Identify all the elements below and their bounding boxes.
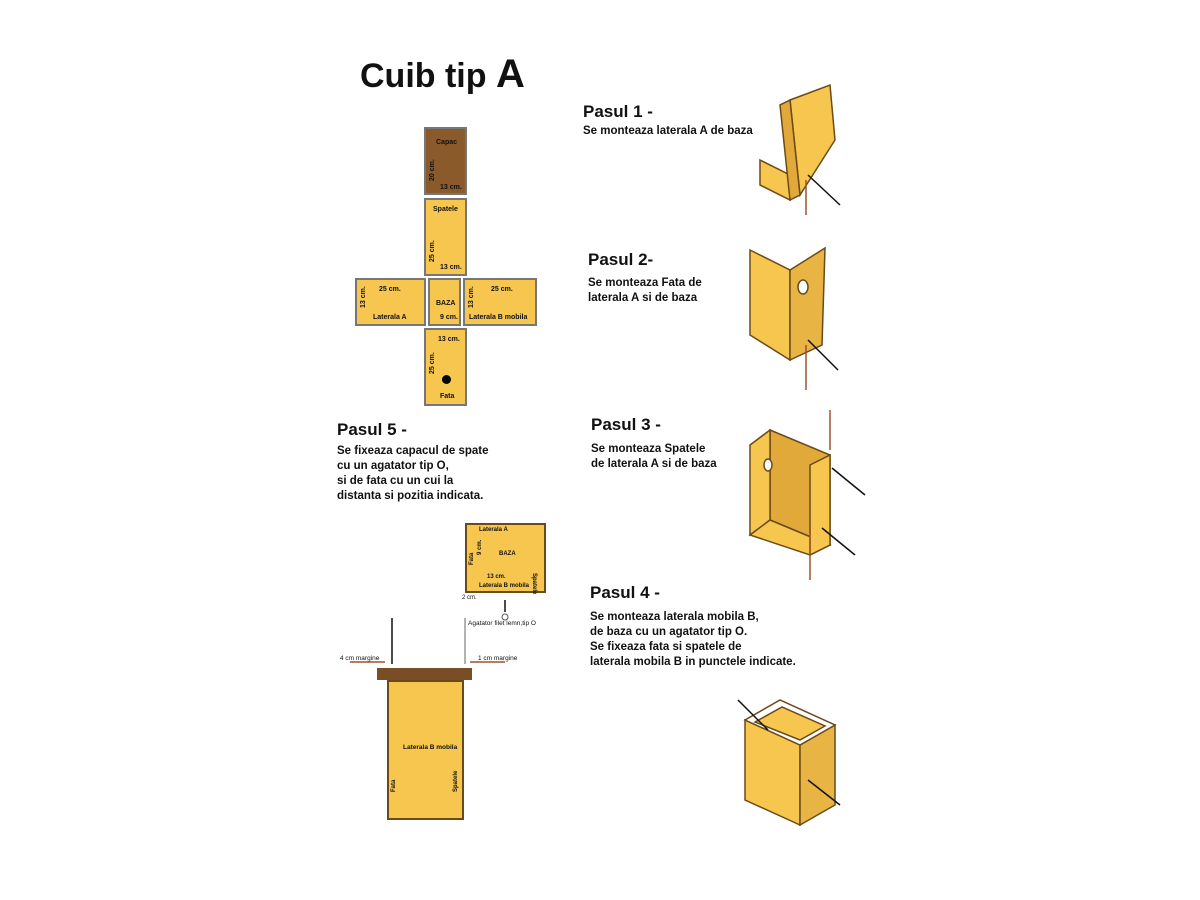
right-margin-label: 1 cm margine <box>478 655 518 662</box>
lid <box>377 668 472 680</box>
step3-front <box>809 453 831 557</box>
panel-baza: BAZA 9 cm. <box>428 278 461 326</box>
entry-hole <box>442 375 451 384</box>
page-title: Cuib tip A <box>360 52 525 96</box>
step3-back <box>769 428 831 547</box>
left-margin-label: 4 cm margine <box>340 655 380 662</box>
panel-laterala-b: 13 cm. 25 cm. Laterala B mobila <box>463 278 537 326</box>
step2-heading: Pasul 2- <box>588 250 654 269</box>
step4-text: Se monteaza laterala mobila B,de baza cu… <box>590 611 796 668</box>
hook-label: Agatator filet lemn,tip O <box>468 620 536 627</box>
panel-spatele: Spatele 25 cm. 13 cm. <box>424 198 467 276</box>
margin-label: 2 cm. <box>462 595 477 601</box>
step2-laterala-a <box>789 246 826 362</box>
panel-capac: Capac 20 cm. 13 cm. <box>424 127 467 195</box>
side-view-diagram: Laterala B mobila Fata Spatele <box>387 680 464 820</box>
step4-heading: Pasul 4 - <box>590 583 660 602</box>
step1-base <box>759 158 791 202</box>
panel-fata: 13 cm. 25 cm. Fata <box>424 328 467 406</box>
step1-heading: Pasul 1 - <box>583 102 653 121</box>
step2-fata <box>749 248 791 362</box>
step3-heading: Pasul 3 - <box>591 415 661 434</box>
step1-text: Se monteaza laterala A de baza <box>583 125 753 137</box>
step4-top <box>743 699 837 746</box>
step3-side <box>749 428 771 537</box>
step1-side-edge <box>779 98 801 202</box>
step3-base <box>748 519 832 556</box>
step5-heading: Pasul 5 - <box>337 420 407 439</box>
panel-laterala-a: 13 cm. 25 cm. Laterala A <box>355 278 426 326</box>
top-view-diagram: Laterala A BAZA Fata Spatele 13 cm. 9 cm… <box>465 523 546 594</box>
step4-front <box>744 718 801 827</box>
step4-side <box>799 723 836 827</box>
step1-side-a <box>789 83 836 198</box>
